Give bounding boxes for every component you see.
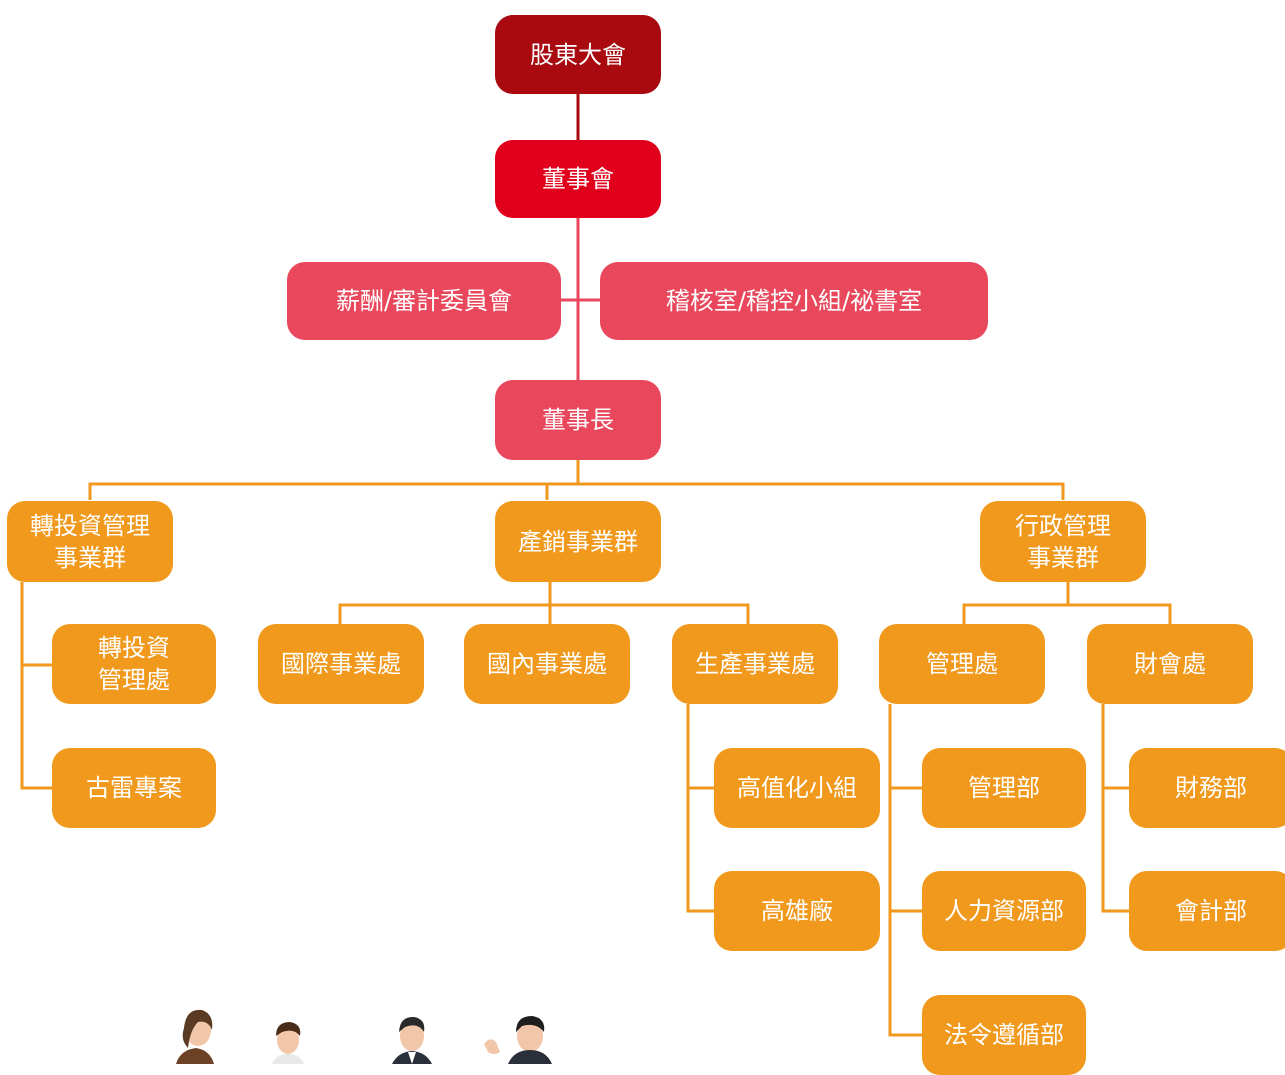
node-intl-division: 國際事業處: [258, 624, 424, 704]
man-gesturing-figure-icon: [484, 1016, 552, 1064]
node-sales-group: 產銷事業群: [495, 501, 661, 582]
node-shareholders: 股東大會: [495, 15, 661, 94]
node-admin-group: 行政管理 事業群: [980, 501, 1146, 582]
node-committees: 薪酬/審計委員會: [287, 262, 561, 340]
node-kaohsiung-plant: 高雄廠: [714, 871, 880, 951]
node-audit-office: 稽核室/稽控小組/祕書室: [600, 262, 988, 340]
node-compliance-dept: 法令遵循部: [922, 995, 1086, 1075]
node-board: 董事會: [495, 140, 661, 218]
man-figure-icon: [392, 1016, 432, 1064]
node-production-division: 生產事業處: [672, 624, 838, 704]
node-reinvest-mgmt: 轉投資 管理處: [52, 624, 216, 704]
node-accounting-dept: 會計部: [1129, 871, 1285, 951]
man-figure-icon: [272, 1022, 304, 1064]
node-high-value-team: 高值化小組: [714, 748, 880, 828]
node-reinvest-group: 轉投資管理 事業群: [7, 501, 173, 582]
node-finance-division: 財會處: [1087, 624, 1253, 704]
node-hr-dept: 人力資源部: [922, 871, 1086, 951]
node-management-dept: 管理部: [922, 748, 1086, 828]
woman-figure-icon: [176, 1009, 214, 1064]
node-finance-dept: 財務部: [1129, 748, 1285, 828]
node-gulei-project: 古雷專案: [52, 748, 216, 828]
node-management-division: 管理處: [879, 624, 1045, 704]
node-chairman: 董事長: [495, 380, 661, 460]
node-domestic-division: 國內事業處: [464, 624, 630, 704]
